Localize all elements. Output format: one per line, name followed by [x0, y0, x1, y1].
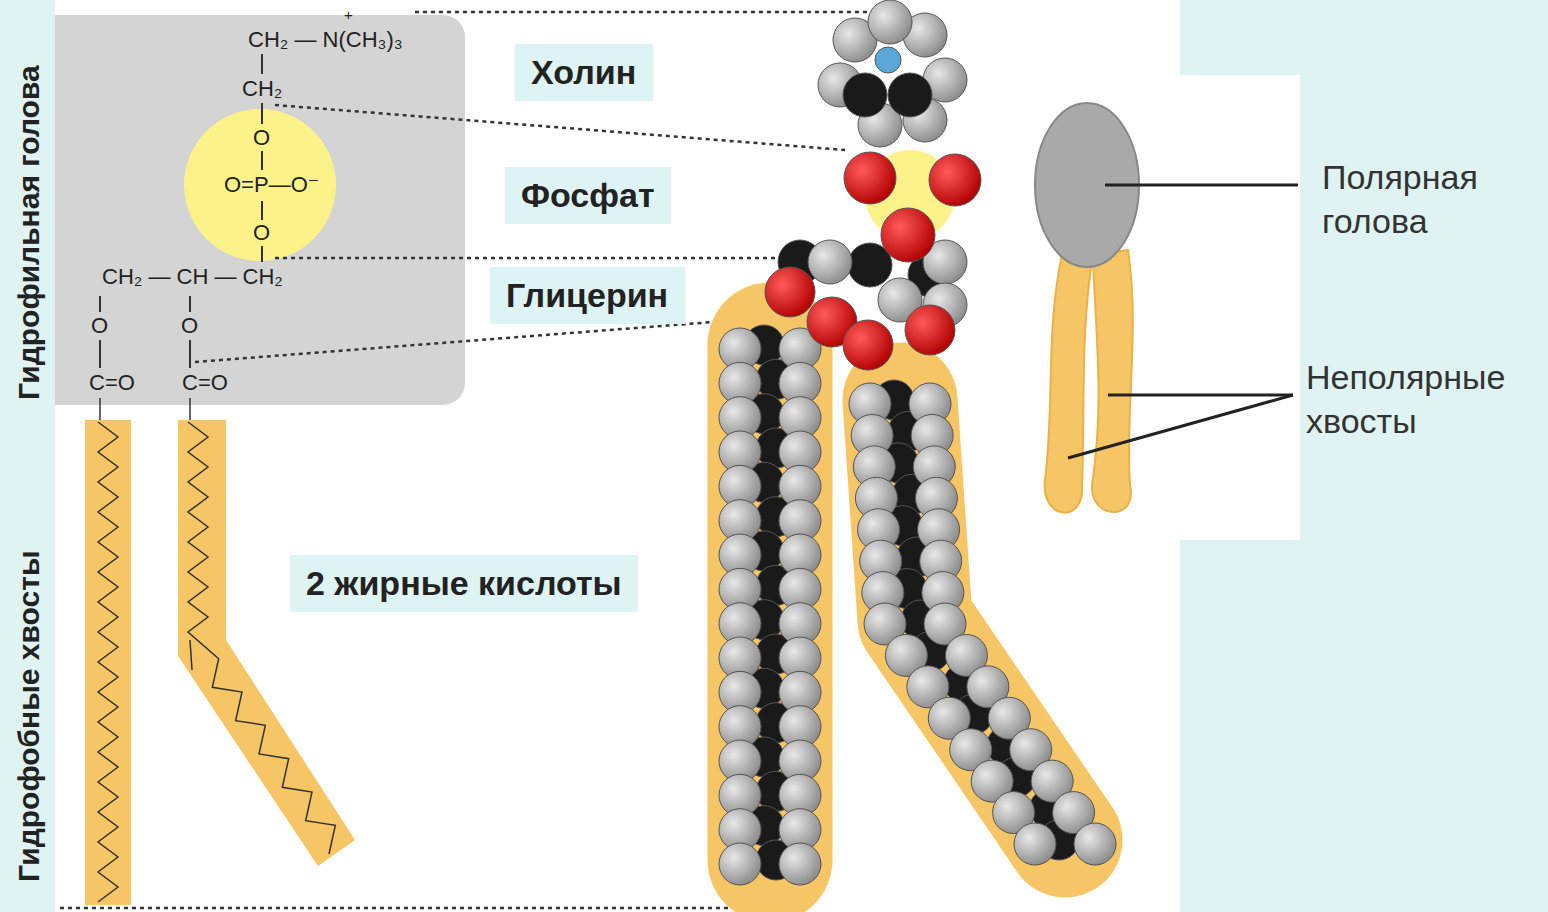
formula-text: O	[181, 313, 198, 338]
atom-sphere	[843, 73, 887, 117]
atom-sphere	[1014, 823, 1056, 865]
head-panel	[55, 15, 85, 405]
atom-sphere	[844, 152, 896, 204]
formula-text: O	[253, 220, 270, 245]
tail-band	[708, 345, 833, 860]
label-box: Глицерин	[490, 267, 685, 324]
formula-text: C=O	[89, 370, 135, 395]
axis-label: Гидрофобные хвосты	[12, 550, 47, 882]
label-box: Холин	[515, 44, 653, 101]
part-name: Холин	[531, 53, 636, 91]
label-box: Фосфат	[505, 167, 671, 224]
label-box: 2 жирные кислоты	[290, 555, 638, 612]
callout-label: Неполярные хвосты	[1306, 355, 1531, 443]
formula-text: +	[344, 6, 353, 23]
atom-sphere	[765, 267, 815, 317]
saturated-tail	[85, 420, 131, 905]
formula-text: O=P—O⁻	[224, 172, 319, 197]
unsaturated-tail	[178, 420, 355, 866]
atom-sphere	[1074, 823, 1116, 865]
dotted-leaders	[60, 12, 870, 908]
carbon-chain	[188, 422, 335, 854]
mini-tail	[1092, 250, 1133, 512]
atom-sphere	[881, 208, 935, 262]
atom-sphere	[929, 154, 981, 206]
atom-sphere	[719, 843, 761, 885]
atom-sphere	[868, 0, 912, 44]
atom-sphere	[875, 47, 901, 73]
formula-text: CH₂ — CH — CH₂	[102, 264, 283, 289]
white-panel	[1005, 75, 1300, 540]
axis-label: Гидрофильная голова	[12, 65, 47, 400]
atom-sphere	[843, 320, 893, 370]
part-name: 2 жирные кислоты	[306, 564, 622, 602]
bond-line	[189, 398, 191, 420]
atom-sphere	[905, 305, 955, 355]
mini-tail	[1045, 250, 1093, 513]
callout-label: Полярная голова	[1322, 155, 1547, 243]
carbon-chain	[98, 422, 118, 902]
phosphate-circle	[184, 109, 336, 261]
formula-text: C=O	[182, 370, 228, 395]
formula-text: CH₂ — N(CH₃)₃	[248, 27, 403, 52]
atom-sphere	[779, 843, 821, 885]
leader-lines	[1068, 185, 1298, 458]
formula-text: O	[253, 125, 270, 150]
bond-lines	[100, 54, 262, 368]
formula-text: CH₂	[242, 76, 282, 101]
atom-sphere	[808, 240, 852, 284]
formula-text: O	[91, 313, 108, 338]
bond-line	[99, 398, 101, 420]
part-name: Фосфат	[521, 176, 655, 214]
atom-sphere	[888, 73, 932, 117]
double-bond	[190, 640, 192, 670]
part-name: Глицерин	[506, 276, 668, 314]
